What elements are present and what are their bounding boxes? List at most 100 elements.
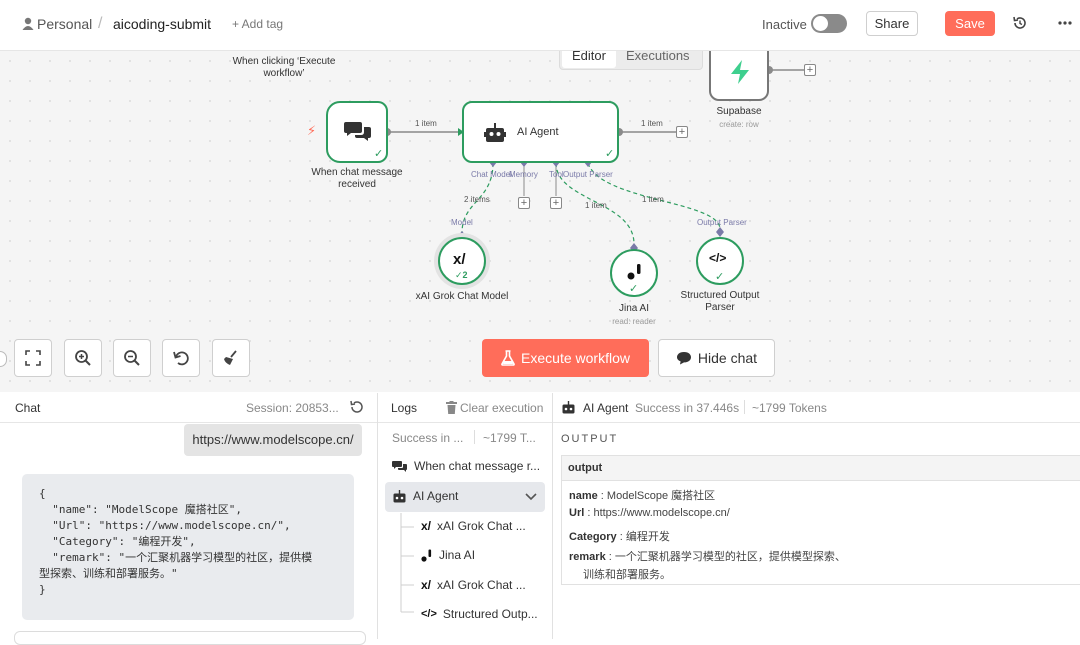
log-item-chat-trigger[interactable]: When chat message r... bbox=[392, 459, 540, 473]
log-item-ai-agent-content: AI Agent bbox=[392, 489, 458, 503]
connection-item-count: 1 item bbox=[642, 195, 664, 204]
logs-summary-tokens: ~1799 T... bbox=[483, 431, 536, 445]
tidy-up-button[interactable] bbox=[212, 339, 250, 377]
log-item-jina[interactable]: Jina AI bbox=[421, 548, 475, 562]
reset-zoom-button[interactable] bbox=[162, 339, 200, 377]
add-node-after-agent-button[interactable]: + bbox=[676, 126, 688, 138]
panel-divider bbox=[552, 393, 553, 639]
output-field-value: ModelScope 魔搭社区 bbox=[606, 490, 716, 502]
reset-session-icon[interactable] bbox=[349, 400, 363, 414]
workflow-name[interactable]: aicoding-submit bbox=[113, 16, 212, 32]
supabase-sublabel: create: row bbox=[719, 120, 759, 129]
bot-response-bubble: { "name": "ModelScope 魔搭社区", "Url": "htt… bbox=[22, 474, 354, 620]
workflow-canvas[interactable]: Editor Executions When clicking ‘Execute… bbox=[0, 51, 1080, 392]
breadcrumb-project[interactable]: Personal bbox=[37, 16, 93, 32]
connection-item-count: 2 items bbox=[464, 195, 490, 204]
port-label-output-parser: Output Parser bbox=[563, 170, 613, 179]
jina-icon bbox=[627, 264, 641, 280]
success-check-icon: ✓ bbox=[715, 271, 725, 283]
xai-grok-label: xAI Grok Chat Model bbox=[415, 291, 509, 302]
log-item-xai-grok[interactable]: x/ xAI Grok Chat ... bbox=[421, 519, 526, 533]
tab-executions[interactable]: Executions bbox=[625, 51, 690, 63]
robot-icon bbox=[393, 489, 406, 502]
tab-editor[interactable]: Editor bbox=[562, 51, 616, 68]
user-icon bbox=[22, 17, 34, 30]
output-panel-header: AI Agent Success in 37.446s ~1799 Tokens bbox=[553, 393, 1080, 423]
session-id: Session: 20853... bbox=[246, 401, 339, 415]
flask-icon bbox=[501, 350, 515, 366]
execute-workflow-button[interactable]: Execute workflow bbox=[482, 339, 649, 377]
connection-item-count: 1 item bbox=[415, 119, 437, 128]
port-label-memory: Memory bbox=[509, 170, 538, 179]
grok-run-badge: ✓2 bbox=[455, 270, 468, 280]
output-schema-box: output bbox=[561, 455, 1080, 585]
output-field-key: name bbox=[569, 490, 598, 502]
structured-output-parser-node[interactable]: </> ✓ bbox=[696, 237, 744, 285]
port-label-chat-model: Chat Model bbox=[471, 170, 512, 179]
log-item-ai-agent[interactable]: AI Agent bbox=[385, 482, 545, 512]
output-section-title: OUTPUT bbox=[561, 433, 619, 445]
chevron-down-icon[interactable] bbox=[525, 493, 537, 501]
more-options-icon[interactable] bbox=[1058, 21, 1072, 25]
panel-divider bbox=[377, 393, 378, 639]
port-label-model-input: Model bbox=[451, 218, 473, 227]
supabase-icon bbox=[731, 60, 749, 84]
output-field-value: https://www.modelscope.cn/ bbox=[593, 507, 730, 519]
supabase-node[interactable] bbox=[709, 51, 769, 101]
top-header: Personal / aicoding-submit + Add tag Ina… bbox=[0, 0, 1080, 51]
output-field-row: Url : https://www.modelscope.cn/ bbox=[569, 507, 730, 519]
chat-bubbles-icon bbox=[392, 460, 407, 472]
xai-grok-node[interactable]: x/ ✓2 bbox=[438, 237, 486, 285]
add-tag-link[interactable]: + Add tag bbox=[232, 17, 284, 31]
save-button[interactable]: Save bbox=[945, 11, 995, 36]
zoom-in-button[interactable] bbox=[64, 339, 102, 377]
output-status: Success in 37.446s bbox=[635, 401, 740, 415]
log-item-structured-output-parser[interactable]: </> Structured Outp... bbox=[421, 607, 538, 621]
hide-chat-button[interactable]: Hide chat bbox=[658, 339, 775, 377]
code-icon: </> bbox=[709, 251, 727, 265]
output-field-continuation: 训练和部署服务。 bbox=[583, 569, 671, 581]
speech-bubble-icon bbox=[676, 352, 691, 365]
jina-node[interactable]: ✓ bbox=[610, 249, 658, 297]
broom-icon bbox=[224, 350, 237, 365]
editor-executions-tabs: Editor Executions bbox=[559, 51, 703, 70]
output-node-name: AI Agent bbox=[583, 401, 629, 415]
output-field-row: remark : 一个汇聚机器学习模型的社区，提供模型探索、 bbox=[569, 551, 846, 563]
trash-icon[interactable] bbox=[446, 401, 457, 414]
chat-input[interactable] bbox=[14, 631, 366, 645]
zoom-out-button[interactable] bbox=[113, 339, 151, 377]
zoom-out-icon bbox=[124, 350, 140, 366]
add-node-after-supabase-button[interactable]: + bbox=[804, 64, 816, 76]
jina-sublabel: read: reader bbox=[612, 317, 656, 326]
chat-trigger-node[interactable]: ✓ bbox=[326, 101, 388, 163]
logs-title: Logs bbox=[391, 401, 418, 415]
port-label-parser-input: Output Parser bbox=[697, 218, 747, 227]
add-tool-button[interactable]: + bbox=[550, 197, 562, 209]
fit-view-icon bbox=[25, 350, 41, 366]
structured-output-parser-label: Structured Output Parser bbox=[680, 290, 760, 313]
active-toggle[interactable] bbox=[811, 14, 847, 33]
connection-item-count: 1 item bbox=[585, 201, 607, 210]
chat-panel-header: Chat Session: 20853... bbox=[0, 393, 377, 423]
zoom-in-icon bbox=[75, 350, 91, 366]
connection-item-count: 1 item bbox=[641, 119, 663, 128]
share-button[interactable]: Share bbox=[866, 11, 918, 36]
xai-icon: x/ bbox=[453, 251, 466, 268]
hide-chat-label: Hide chat bbox=[697, 350, 758, 366]
log-item-xai-grok[interactable]: x/ xAI Grok Chat ... bbox=[421, 578, 526, 592]
fit-view-button[interactable] bbox=[14, 339, 52, 377]
robot-icon bbox=[562, 401, 575, 414]
output-field-key: Category bbox=[569, 531, 617, 543]
chat-title: Chat bbox=[15, 401, 41, 415]
success-check-icon: ✓ bbox=[605, 148, 615, 160]
undo-icon bbox=[173, 351, 189, 366]
output-field-row: Category : 编程开发 bbox=[569, 531, 670, 543]
history-icon[interactable] bbox=[1012, 15, 1028, 31]
active-status-label: Inactive bbox=[762, 17, 807, 32]
add-memory-button[interactable]: + bbox=[518, 197, 530, 209]
trigger-note: When clicking ‘Execute workflow’ bbox=[232, 56, 336, 79]
xai-icon: x/ bbox=[421, 578, 432, 592]
clear-execution-button[interactable]: Clear execution bbox=[460, 401, 544, 415]
ai-agent-node[interactable]: AI Agent ✓ bbox=[462, 101, 619, 163]
output-field-key: remark bbox=[569, 551, 606, 563]
